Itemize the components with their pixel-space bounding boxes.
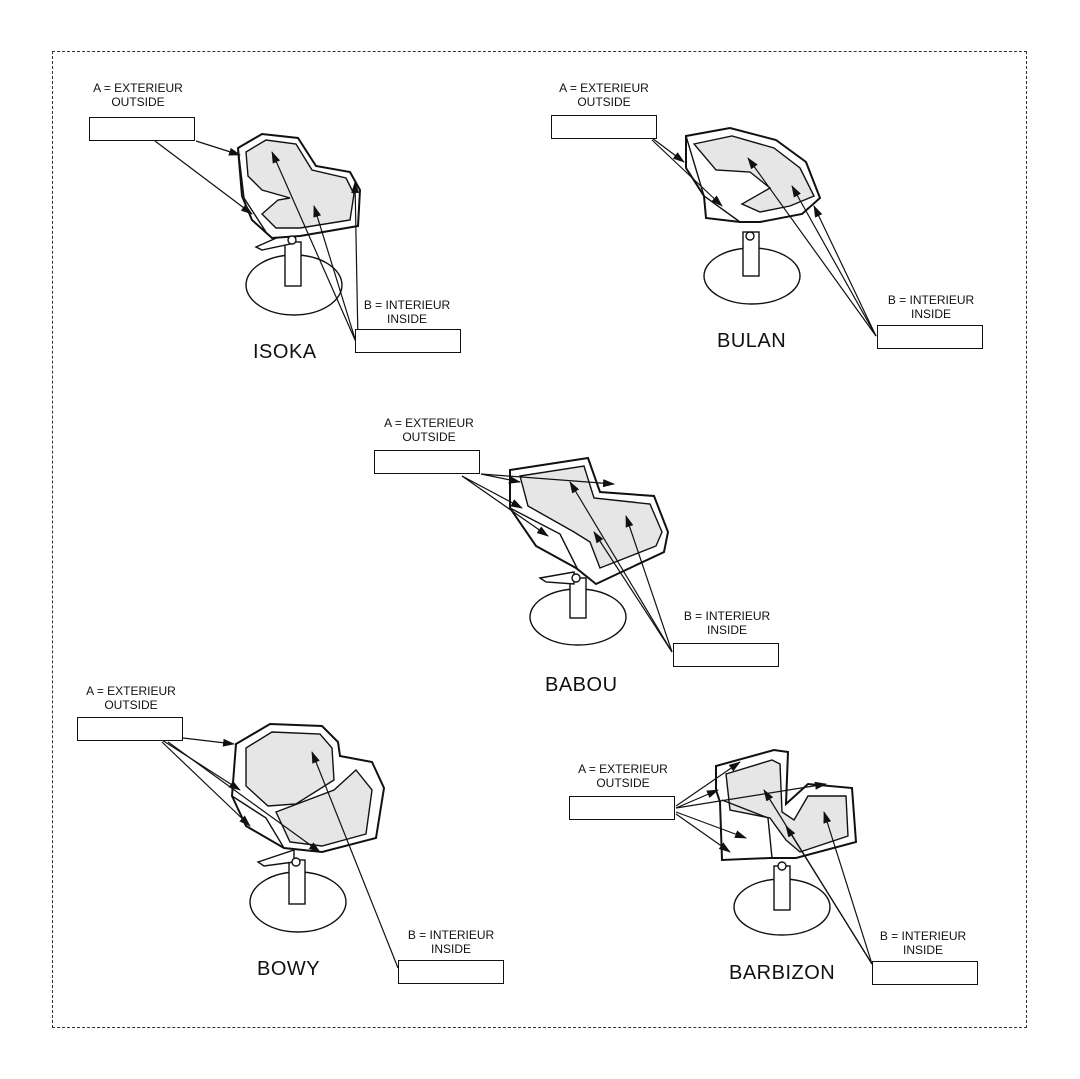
chair-isoka-leaders <box>154 140 360 343</box>
chair-barbizon-drawing <box>715 748 858 936</box>
barbizon-exterior-label-2: OUTSIDE <box>596 776 650 790</box>
isoka-exterior-label: A = EXTERIEUR OUTSIDE <box>85 81 191 109</box>
barbizon-exterior-input[interactable] <box>569 796 675 820</box>
barbizon-exterior-label-1: A = EXTERIEUR <box>578 762 668 776</box>
bowy-interior-label-1: B = INTERIEUR <box>407 928 495 942</box>
isoka-interior-label-2: INSIDE <box>386 312 427 326</box>
babou-interior-label: B = INTERIEUR INSIDE <box>674 609 780 637</box>
bulan-interior-label-2: INSIDE <box>910 307 951 321</box>
barbizon-interior-label-1: B = INTERIEUR <box>879 929 967 943</box>
bulan-interior-label-1: B = INTERIEUR <box>887 293 975 307</box>
chair-name-barbizon: BARBIZON <box>729 962 836 984</box>
chair-name-bowy: BOWY <box>257 958 321 980</box>
bowy-exterior-input[interactable] <box>77 717 183 741</box>
isoka-exterior-label-2: OUTSIDE <box>111 95 165 109</box>
bowy-exterior-label-2: OUTSIDE <box>104 698 158 712</box>
barbizon-interior-label-2: INSIDE <box>902 943 943 957</box>
bowy-interior-input[interactable] <box>398 960 504 984</box>
bulan-interior-label: B = INTERIEUR INSIDE <box>878 293 984 321</box>
barbizon-interior-input[interactable] <box>872 961 978 985</box>
chair-bulan-leaders <box>651 137 877 337</box>
chair-name-isoka: ISOKA <box>253 341 317 363</box>
chair-bulan-drawing <box>685 126 822 305</box>
isoka-exterior-label-1: A = EXTERIEUR <box>93 81 183 95</box>
bulan-interior-input[interactable] <box>877 325 983 349</box>
babou-exterior-label-2: OUTSIDE <box>402 430 456 444</box>
chair-babou-leaders <box>461 473 673 653</box>
chair-barbizon-leaders <box>675 761 873 965</box>
isoka-exterior-input[interactable] <box>89 117 195 141</box>
bulan-exterior-label: A = EXTERIEUR OUTSIDE <box>551 81 657 109</box>
chair-name-babou: BABOU <box>545 674 618 696</box>
babou-interior-label-1: B = INTERIEUR <box>683 609 771 623</box>
babou-interior-input[interactable] <box>673 643 779 667</box>
bowy-interior-label: B = INTERIEUR INSIDE <box>398 928 504 956</box>
babou-interior-label-2: INSIDE <box>706 623 747 637</box>
babou-exterior-label: A = EXTERIEUR OUTSIDE <box>376 416 482 444</box>
chair-name-bulan: BULAN <box>717 330 787 352</box>
bulan-exterior-label-1: A = EXTERIEUR <box>559 81 649 95</box>
isoka-interior-input[interactable] <box>355 329 461 353</box>
chair-bowy-leaders <box>161 737 399 969</box>
barbizon-interior-label: B = INTERIEUR INSIDE <box>870 929 976 957</box>
bowy-exterior-label-1: A = EXTERIEUR <box>86 684 176 698</box>
bowy-interior-label-2: INSIDE <box>430 942 471 956</box>
chair-isoka-drawing <box>236 132 362 316</box>
babou-exterior-label-1: A = EXTERIEUR <box>384 416 474 430</box>
dashed-frame <box>52 51 1027 1028</box>
chair-babou-drawing <box>509 456 670 646</box>
isoka-interior-label: B = INTERIEUR INSIDE <box>354 298 460 326</box>
babou-exterior-input[interactable] <box>374 450 480 474</box>
barbizon-exterior-label: A = EXTERIEUR OUTSIDE <box>570 762 676 790</box>
chair-bowy-drawing <box>230 722 386 933</box>
bowy-exterior-label: A = EXTERIEUR OUTSIDE <box>78 684 184 712</box>
bulan-exterior-label-2: OUTSIDE <box>577 95 631 109</box>
bulan-exterior-input[interactable] <box>551 115 657 139</box>
isoka-interior-label-1: B = INTERIEUR <box>363 298 451 312</box>
